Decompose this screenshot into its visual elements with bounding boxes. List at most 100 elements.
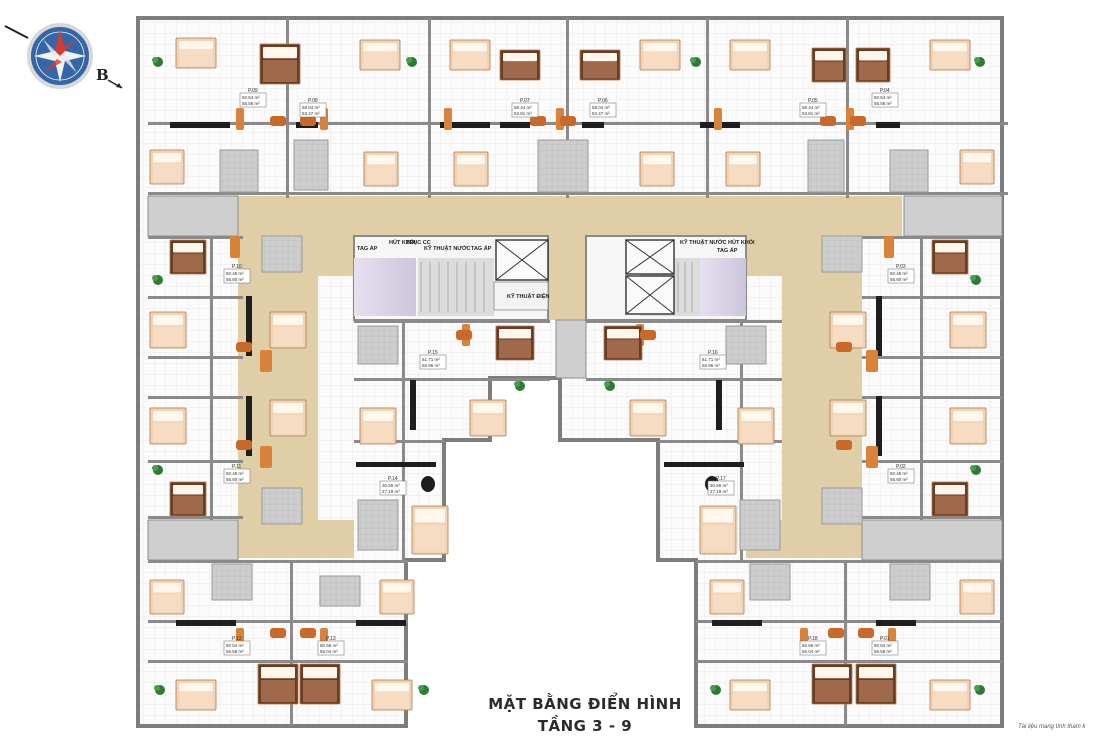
apartment-area-gross: 60.66 m² <box>802 643 820 648</box>
apartment-area-net: 27.19 m² <box>710 489 728 494</box>
bed-icon <box>929 39 971 71</box>
interior-wall <box>148 660 408 663</box>
bed-icon <box>169 239 207 275</box>
apartment-code: P.14 <box>388 476 398 482</box>
elevator-cross <box>495 239 549 281</box>
apartment-area-gross: 58.44 m² <box>802 105 820 110</box>
apartment-code: P.07 <box>520 98 530 104</box>
footnote: Tài liệu mang tính tham k <box>1018 724 1086 730</box>
wall-counter <box>440 122 490 128</box>
bed-icon <box>729 39 771 71</box>
shaft <box>700 258 746 316</box>
interior-wall <box>148 620 408 623</box>
interior-wall <box>148 356 243 359</box>
dining-table-icon <box>828 628 844 638</box>
dining-table-icon <box>236 440 252 450</box>
plant-icon <box>604 381 615 391</box>
wall-counter <box>712 620 762 626</box>
wc-floor <box>807 139 845 193</box>
bed-icon <box>371 679 413 711</box>
bed-icon <box>175 679 217 711</box>
door <box>866 446 878 468</box>
stair-step <box>684 262 686 312</box>
bed-icon <box>639 39 681 71</box>
wc-floor <box>889 563 931 601</box>
wall-counter <box>876 396 882 456</box>
wall-counter <box>876 620 916 626</box>
apartment-area-gross: 58.04 m² <box>302 105 320 110</box>
shaft <box>354 258 416 316</box>
plant-icon <box>152 275 163 285</box>
wall-counter <box>876 296 882 356</box>
dining-table-icon <box>300 628 316 638</box>
dining-table-icon <box>560 116 576 126</box>
elevator-cross <box>625 239 675 275</box>
interior-wall <box>658 440 782 443</box>
dining-table-icon <box>836 342 852 352</box>
stair-landing <box>147 195 239 237</box>
interior-wall <box>566 18 569 198</box>
bed-icon <box>299 663 341 705</box>
core-room-label: TAG ÁP <box>357 245 378 252</box>
bed-icon <box>269 399 307 437</box>
apartment-code: P.03 <box>896 264 906 270</box>
apartment-area-gross: 58.04 m² <box>592 105 610 110</box>
apartment-code: P.11 <box>232 464 241 470</box>
interior-wall <box>148 460 243 463</box>
wall-counter <box>170 122 230 128</box>
dining-table-icon <box>850 116 866 126</box>
apartment-area-net: 55.58 m² <box>226 649 244 654</box>
bed-icon <box>811 663 853 705</box>
bed-icon <box>359 407 397 445</box>
bed-icon <box>829 399 867 437</box>
bed-icon <box>149 311 187 349</box>
apartment-area-net: 56.96 m² <box>702 363 720 368</box>
interior-wall <box>862 516 1002 519</box>
bed-icon <box>411 505 449 555</box>
interior-wall <box>586 320 782 323</box>
apartment-area-net: 53.81 m² <box>514 111 532 116</box>
door <box>230 236 240 258</box>
bed-icon <box>699 505 737 555</box>
bed-icon <box>453 151 489 187</box>
interior-wall <box>706 18 709 198</box>
wc-floor <box>357 499 399 551</box>
stair-step <box>438 262 440 312</box>
apartment-code: P.01 <box>880 636 890 642</box>
stair-step <box>474 262 476 312</box>
apartment-area-gross: 60.46 m² <box>890 471 908 476</box>
plant-icon <box>974 685 985 695</box>
apartment-area-gross: 60.46 m² <box>890 271 908 276</box>
bed-icon <box>639 151 675 187</box>
dining-table-icon <box>858 628 874 638</box>
wc-floor <box>261 235 303 273</box>
bed-icon <box>449 39 491 71</box>
wc-floor <box>357 325 399 365</box>
bed-icon <box>149 579 185 615</box>
apartment-code: P.18 <box>808 636 818 642</box>
stair-step <box>465 262 467 312</box>
plant-icon <box>406 57 417 67</box>
wall-counter <box>356 462 436 467</box>
interior-wall <box>586 378 782 381</box>
bed-icon <box>855 663 897 705</box>
furniture-layer <box>149 37 995 711</box>
core-room-label: TRỤC CC <box>406 240 431 246</box>
apartment-code: P.16 <box>708 350 718 356</box>
wc-floor <box>219 149 259 193</box>
apartment-code: P.13 <box>326 636 336 642</box>
bed-icon <box>811 47 847 83</box>
wc-floor <box>211 563 253 601</box>
bed-icon <box>829 311 867 349</box>
bed-icon <box>359 39 401 71</box>
apartment-area-gross: 60.54 m² <box>242 95 260 100</box>
bed-icon <box>149 407 187 445</box>
bed-icon <box>949 311 987 349</box>
stair-step <box>691 262 693 312</box>
